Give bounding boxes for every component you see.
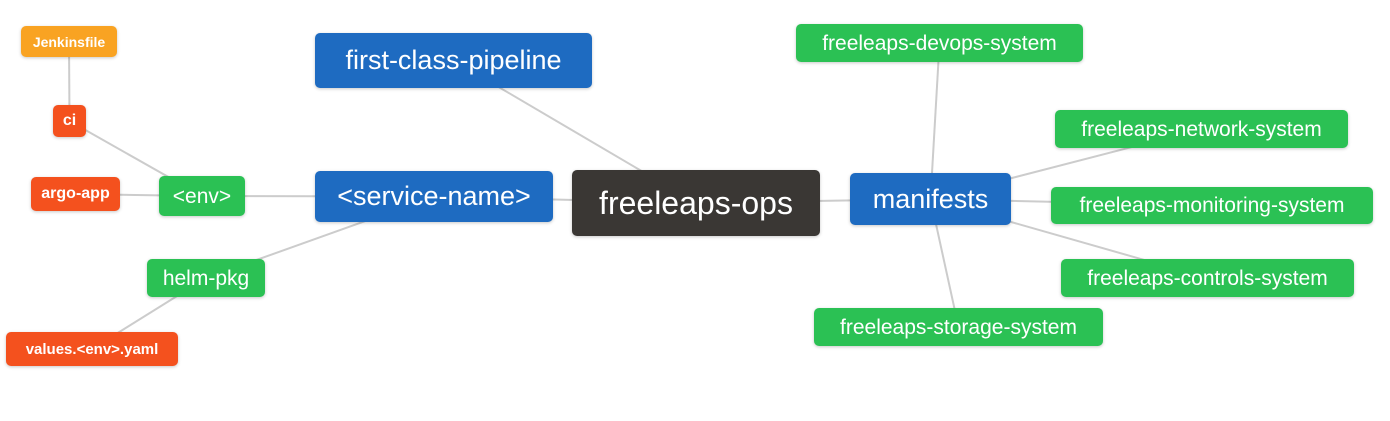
node-values-env-yaml[interactable]: values.<env>.yaml (6, 332, 178, 366)
node-freeleaps-monitoring-system[interactable]: freeleaps-monitoring-system (1051, 187, 1373, 224)
node-freeleaps-ops[interactable]: freeleaps-ops (572, 170, 820, 236)
node-freeleaps-controls-system[interactable]: freeleaps-controls-system (1061, 259, 1354, 297)
node-helm-pkg[interactable]: helm-pkg (147, 259, 265, 297)
node-manifests[interactable]: manifests (850, 173, 1011, 225)
node-service-name[interactable]: <service-name> (315, 171, 553, 222)
node-argo-app[interactable]: argo-app (31, 177, 120, 211)
node-ci[interactable]: ci (53, 105, 86, 137)
node-first-class-pipeline[interactable]: first-class-pipeline (315, 33, 592, 88)
node-env[interactable]: <env> (159, 176, 245, 216)
node-freeleaps-storage-system[interactable]: freeleaps-storage-system (814, 308, 1103, 346)
node-freeleaps-devops-system[interactable]: freeleaps-devops-system (796, 24, 1083, 62)
node-freeleaps-network-system[interactable]: freeleaps-network-system (1055, 110, 1348, 148)
node-jenkinsfile[interactable]: Jenkinsfile (21, 26, 117, 57)
